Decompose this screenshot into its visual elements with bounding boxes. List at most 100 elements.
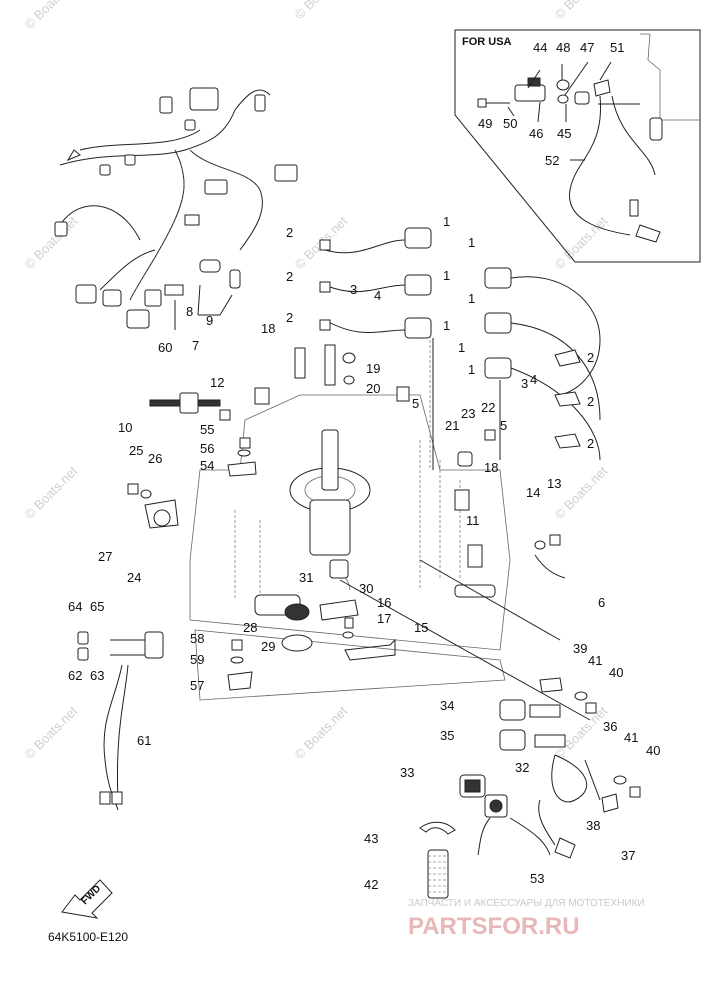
callout-1: 1 bbox=[468, 235, 475, 250]
callout-65: 65 bbox=[90, 599, 104, 614]
callout-1: 1 bbox=[443, 268, 450, 283]
callout-9: 9 bbox=[206, 313, 213, 328]
callout-19: 19 bbox=[366, 361, 380, 376]
callout-2: 2 bbox=[286, 225, 293, 240]
callout-41: 41 bbox=[588, 653, 602, 668]
callout-16: 16 bbox=[377, 595, 391, 610]
callout-39: 39 bbox=[573, 641, 587, 656]
watermark-text: © Boats.net bbox=[22, 0, 81, 32]
watermark-text: © Boats.net bbox=[292, 703, 351, 762]
engine-block bbox=[189, 330, 511, 701]
callout-18: 18 bbox=[261, 321, 275, 336]
callout-4: 4 bbox=[530, 372, 537, 387]
inset-label: FOR USA bbox=[462, 36, 512, 48]
callout-1: 1 bbox=[443, 318, 450, 333]
callout-27: 27 bbox=[98, 549, 112, 564]
callout-5: 5 bbox=[500, 418, 507, 433]
watermark-text: © Boats.net bbox=[22, 703, 81, 762]
callout-2: 2 bbox=[286, 310, 293, 325]
callout-32: 32 bbox=[515, 760, 529, 775]
electrical-box bbox=[339, 559, 641, 899]
callout-56: 56 bbox=[200, 441, 214, 456]
callout-11: 11 bbox=[466, 513, 480, 528]
callout-24: 24 bbox=[127, 570, 141, 585]
watermark-text: © Boats.net bbox=[22, 463, 81, 522]
callout-45: 45 bbox=[557, 126, 571, 141]
fwd-arrow-icon: FWD bbox=[61, 879, 113, 919]
callout-1: 1 bbox=[458, 340, 465, 355]
callout-23: 23 bbox=[461, 406, 475, 421]
callout-25: 25 bbox=[129, 443, 143, 458]
callout-37: 37 bbox=[621, 848, 635, 863]
callout-59: 59 bbox=[190, 652, 204, 667]
small-parts bbox=[77, 344, 566, 811]
callout-5: 5 bbox=[412, 396, 419, 411]
callout-3: 3 bbox=[521, 376, 528, 391]
callout-49: 49 bbox=[478, 116, 492, 131]
callout-34: 34 bbox=[440, 698, 454, 713]
callout-38: 38 bbox=[586, 818, 600, 833]
watermark-text: © Boats.net bbox=[292, 0, 351, 22]
callout-40: 40 bbox=[646, 743, 660, 758]
watermark-text: © Boats.net bbox=[552, 0, 611, 22]
callout-21: 21 bbox=[445, 418, 459, 433]
callout-22: 22 bbox=[481, 400, 495, 415]
ignition-coils bbox=[319, 227, 601, 470]
callout-29: 29 bbox=[261, 639, 275, 654]
callout-58: 58 bbox=[190, 631, 204, 646]
callout-33: 33 bbox=[400, 765, 414, 780]
callout-50: 50 bbox=[503, 116, 517, 131]
callout-57: 57 bbox=[190, 678, 204, 693]
callout-61: 61 bbox=[137, 733, 151, 748]
callout-17: 17 bbox=[377, 611, 391, 626]
brand-name: PARTSFOR.RU bbox=[408, 913, 580, 940]
callout-36: 36 bbox=[603, 719, 617, 734]
part-code: 64K5100-E120 bbox=[48, 930, 128, 944]
callout-51: 51 bbox=[610, 40, 624, 55]
callout-6: 6 bbox=[598, 595, 605, 610]
callout-54: 54 bbox=[200, 458, 214, 473]
callout-53: 53 bbox=[530, 871, 544, 886]
callout-1: 1 bbox=[443, 214, 450, 229]
callout-46: 46 bbox=[529, 126, 543, 141]
callout-2: 2 bbox=[286, 269, 293, 284]
callout-40: 40 bbox=[609, 665, 623, 680]
callout-44: 44 bbox=[533, 40, 547, 55]
callout-15: 15 bbox=[414, 620, 428, 635]
callout-2: 2 bbox=[587, 394, 594, 409]
callout-12: 12 bbox=[210, 375, 224, 390]
callout-47: 47 bbox=[580, 40, 594, 55]
callout-60: 60 bbox=[158, 340, 172, 355]
callout-35: 35 bbox=[440, 728, 454, 743]
callout-30: 30 bbox=[359, 581, 373, 596]
watermark-text: © Boats.net bbox=[552, 213, 611, 272]
callout-41: 41 bbox=[624, 730, 638, 745]
callout-1: 1 bbox=[468, 362, 475, 377]
callout-26: 26 bbox=[148, 451, 162, 466]
callout-8: 8 bbox=[186, 304, 193, 319]
callout-2: 2 bbox=[587, 436, 594, 451]
callout-20: 20 bbox=[366, 381, 380, 396]
watermark-text: © Boats.net bbox=[22, 213, 81, 272]
callout-2: 2 bbox=[587, 350, 594, 365]
callout-52: 52 bbox=[545, 153, 559, 168]
callout-28: 28 bbox=[243, 620, 257, 635]
callout-43: 43 bbox=[364, 831, 378, 846]
callout-14: 14 bbox=[526, 485, 540, 500]
callout-13: 13 bbox=[547, 476, 561, 491]
callout-42: 42 bbox=[364, 877, 378, 892]
wire-harness bbox=[54, 87, 298, 330]
callout-10: 10 bbox=[118, 420, 132, 435]
callout-63: 63 bbox=[90, 668, 104, 683]
callout-4: 4 bbox=[374, 288, 381, 303]
watermark-text: © Boats.net bbox=[552, 463, 611, 522]
callout-48: 48 bbox=[556, 40, 570, 55]
callout-18: 18 bbox=[484, 460, 498, 475]
usa-inset: FOR USA bbox=[454, 29, 701, 263]
brand-subtitle: ЗАПЧАСТИ И АКСЕССУАРЫ ДЛЯ МОТОТЕХНИКИ bbox=[408, 898, 645, 909]
callout-7: 7 bbox=[192, 338, 199, 353]
callout-55: 55 bbox=[200, 422, 214, 437]
callout-1: 1 bbox=[468, 291, 475, 306]
